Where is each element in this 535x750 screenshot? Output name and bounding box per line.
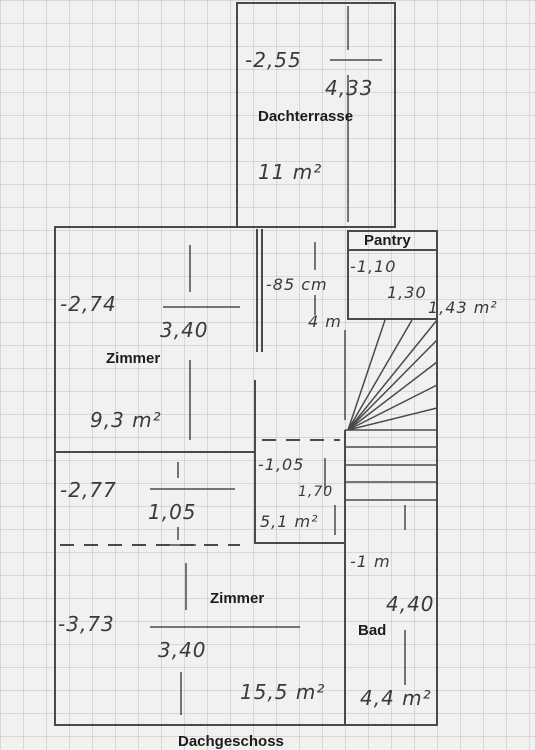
dachterrasse-width: 4,33 [325, 76, 374, 100]
dachterrasse-outline [236, 2, 396, 228]
pantry-name: Pantry [364, 232, 411, 249]
flur-width: 4 m [308, 312, 342, 331]
bad-area: 4,4 m² [360, 686, 432, 710]
zimmer-unten-area: 15,5 m² [240, 680, 326, 704]
dachterrasse-height: -2,55 [245, 48, 302, 72]
bad-name: Bad [358, 622, 387, 639]
zimmer-unten-name: Zimmer [210, 590, 265, 607]
zimmer-oben-area: 9,3 m² [90, 408, 162, 432]
flur-height: -85 cm [266, 275, 328, 294]
pantry-area: 1,43 m² [428, 298, 498, 317]
bad-width: 4,40 [386, 592, 435, 616]
zimmer-unten-height: -3,73 [58, 612, 115, 636]
zimmer-links-height: -2,77 [60, 478, 117, 502]
zimmer-unten-width: 3,40 [158, 638, 207, 662]
mittelraum-area: 5,1 m² [260, 512, 319, 531]
pantry-width: 1,30 [387, 283, 427, 302]
dachterrasse-name: Dachterrasse [258, 108, 354, 125]
mittelraum-width: 1,70 [298, 484, 334, 500]
zimmer-oben-width: 3,40 [160, 318, 209, 342]
pantry-outline [347, 230, 438, 320]
pantry-height: -1,10 [350, 257, 397, 276]
zimmer-oben-height: -2,74 [60, 292, 117, 316]
zimmer-oben-name: Zimmer [106, 350, 161, 367]
floor-title: Dachgeschoss [178, 733, 284, 750]
bad-height: -1 m [350, 552, 391, 571]
dachterrasse-area: 11 m² [258, 160, 323, 184]
mittelraum-height: -1,05 [258, 455, 305, 474]
zimmer-links-width: 1,05 [148, 500, 197, 524]
